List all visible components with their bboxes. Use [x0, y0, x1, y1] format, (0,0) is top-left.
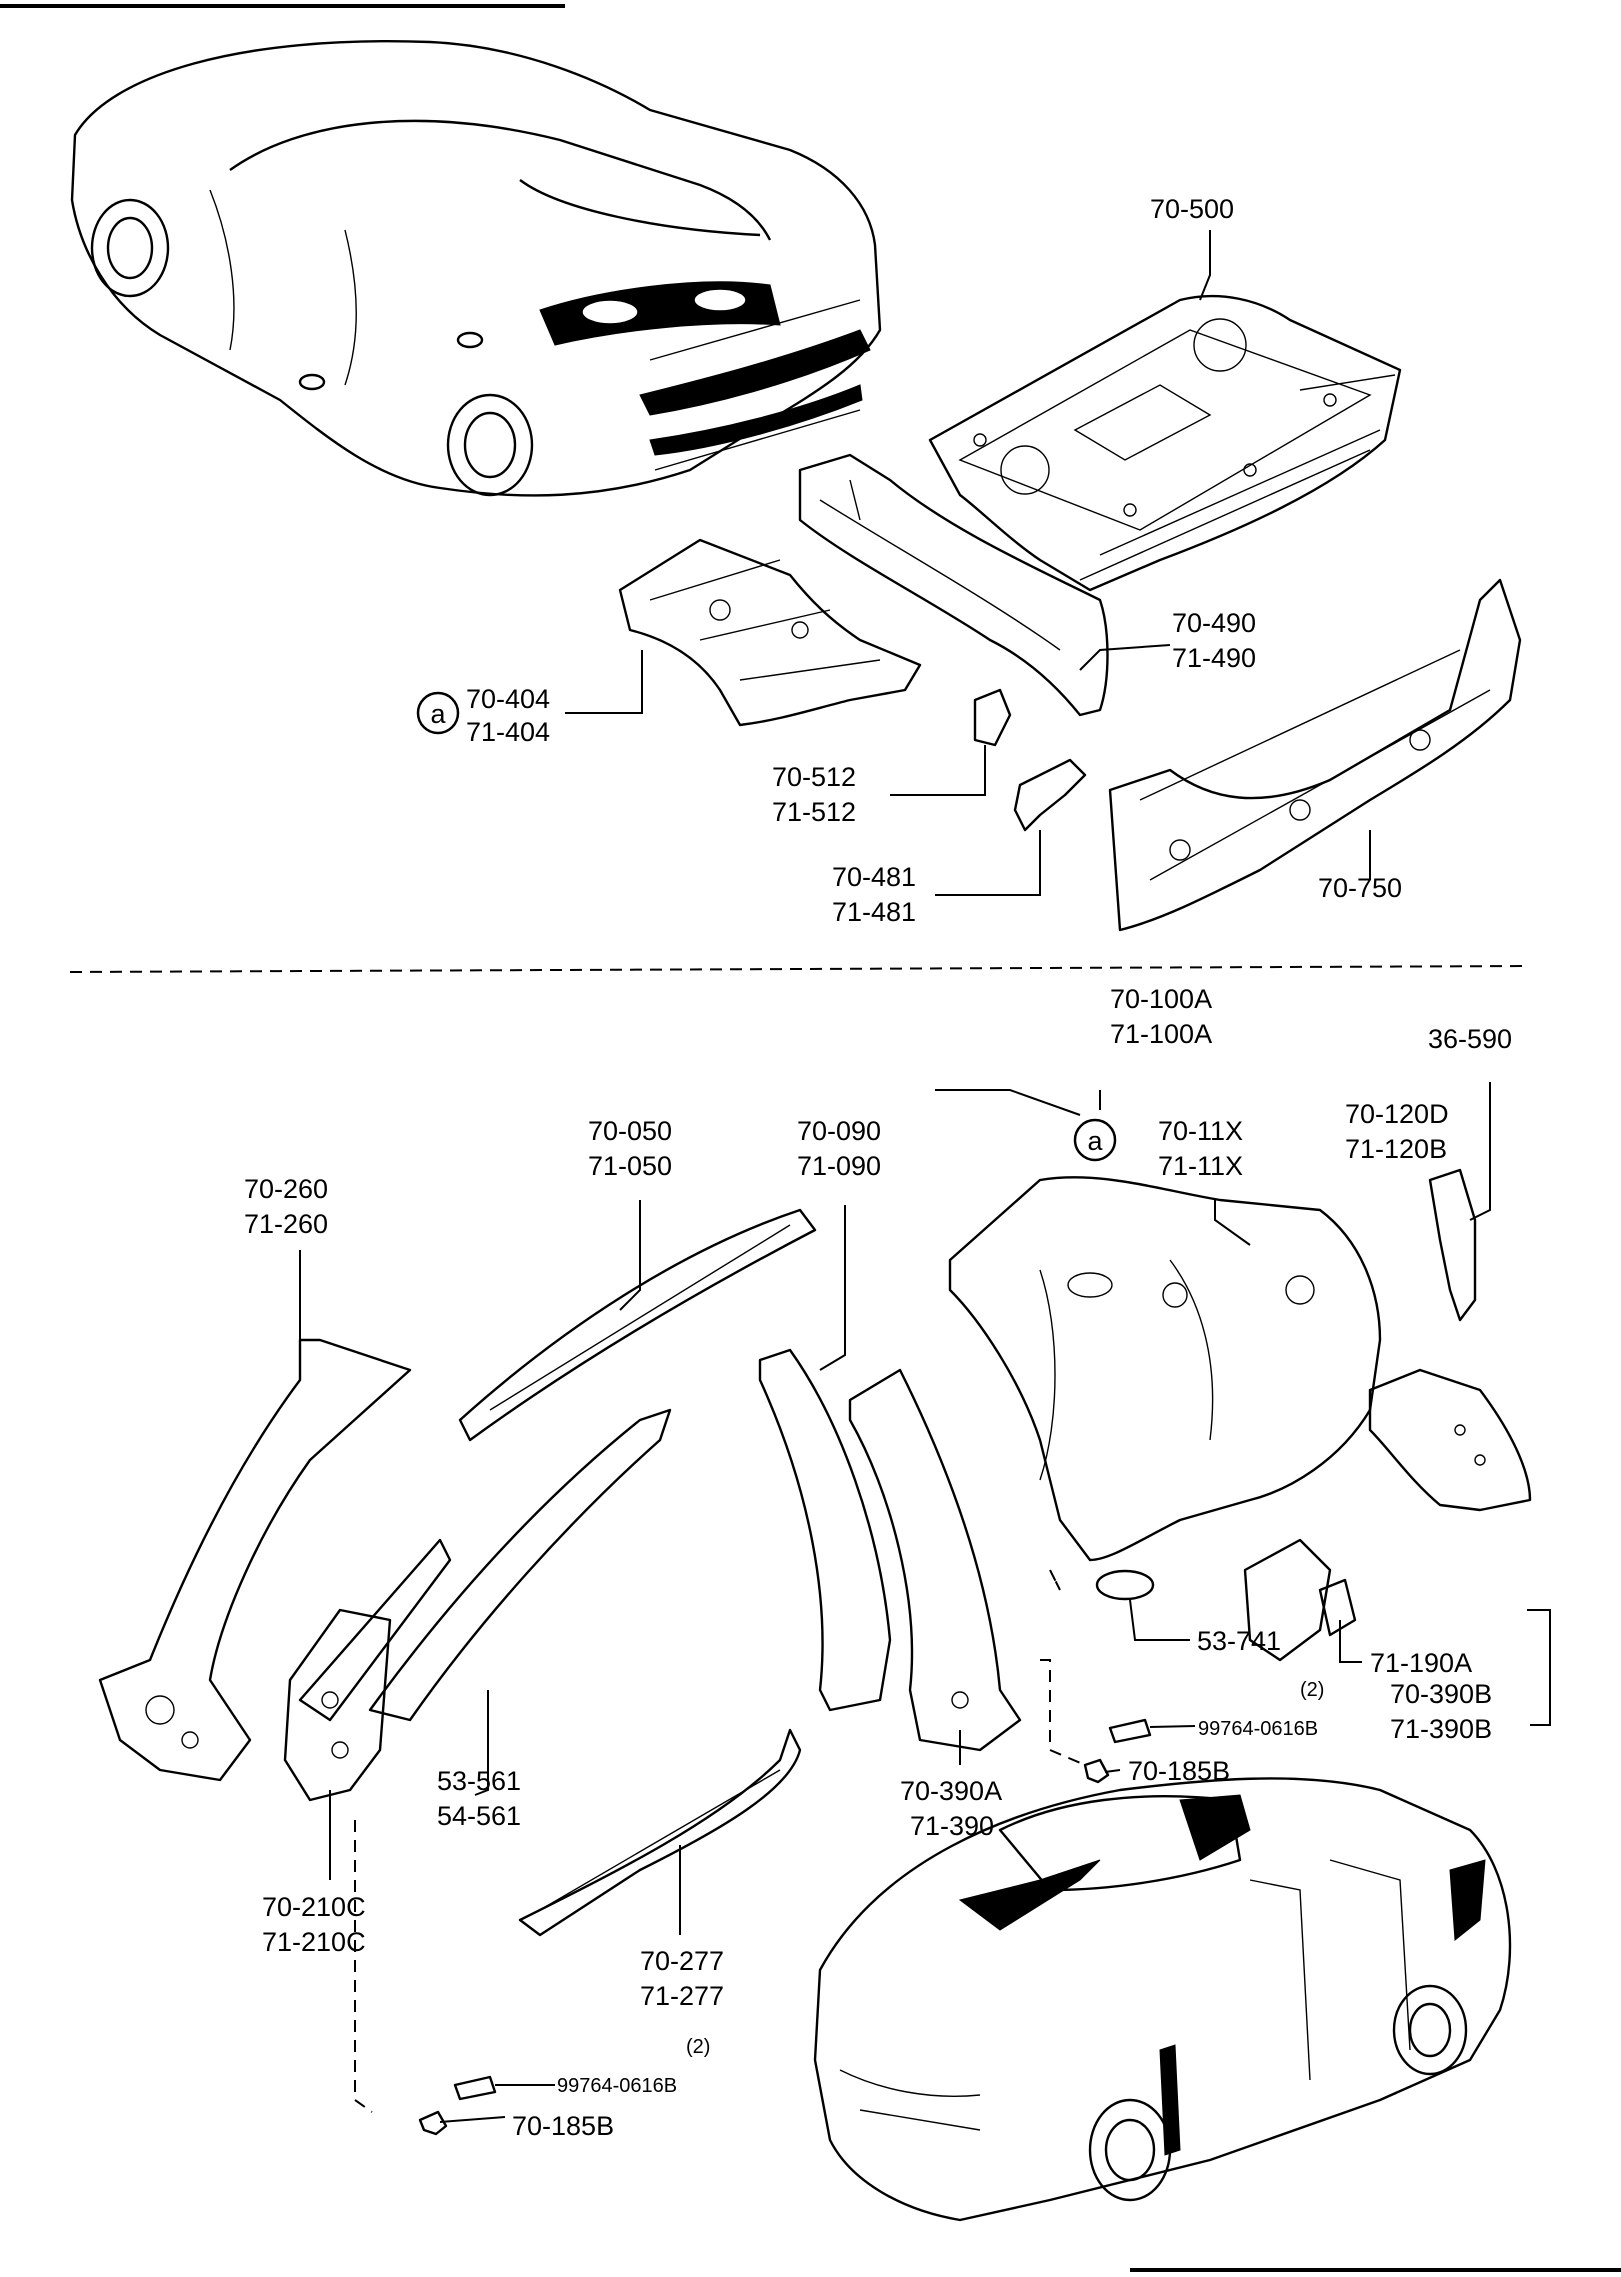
- label-70-390B: 70-390B: [1390, 1679, 1492, 1709]
- label-71-190A: 71-190A: [1370, 1648, 1472, 1678]
- section-divider: [69, 965, 1531, 973]
- label-70-277: 70-277: [640, 1946, 724, 1976]
- bracket-36-590-part: [1428, 1168, 1477, 1322]
- label-70-490: 70-490: [1172, 608, 1256, 638]
- rear-floor-pan-part: [928, 294, 1402, 592]
- sill-70-277-part: [518, 1728, 802, 1937]
- label-70-260: 70-260: [244, 1174, 328, 1204]
- small-bracket-part: [973, 688, 1087, 832]
- rail-53-561-part: [298, 1408, 672, 1722]
- label-70-120D: 70-120D: [1345, 1099, 1449, 1129]
- clip-right: [1083, 1758, 1110, 1784]
- label-71-390: 71-390: [910, 1811, 994, 1841]
- plug-53-741-part: [1095, 1569, 1155, 1601]
- rear-panel-part: [1108, 578, 1522, 932]
- section-marker-top: a: [416, 691, 460, 735]
- label-71-512: 71-512: [772, 797, 856, 827]
- label-71-260: 71-260: [244, 1209, 328, 1239]
- label-71-090: 71-090: [797, 1151, 881, 1181]
- label-70-512: 70-512: [772, 762, 856, 792]
- label-70-090: 70-090: [797, 1116, 881, 1146]
- label-qty-left: (2): [686, 2036, 710, 2058]
- svg-text:a: a: [430, 699, 446, 729]
- svg-text:a: a: [1087, 1126, 1103, 1156]
- label-70-185B-left: 70-185B: [512, 2111, 614, 2141]
- part-labels: 70-500 70-490 71-490 70-404 71-404 70-51…: [244, 194, 1512, 2141]
- label-70-750: 70-750: [1318, 873, 1402, 903]
- label-70-390A: 70-390A: [900, 1776, 1002, 1806]
- label-71-210C: 71-210C: [262, 1927, 366, 1957]
- label-70-185B-right: 70-185B: [1128, 1756, 1230, 1786]
- pillar-70-390A-part: [848, 1368, 1022, 1752]
- label-99764-left: 99764-0616B: [557, 2075, 677, 2097]
- label-71-100A: 71-100A: [1110, 1019, 1212, 1049]
- label-71-490: 71-490: [1172, 643, 1256, 673]
- label-71-390B: 71-390B: [1390, 1714, 1492, 1744]
- inner-panel-part: [1368, 1368, 1532, 1512]
- label-53-741: 53-741: [1197, 1626, 1281, 1656]
- leader-lines: [299, 230, 1551, 2123]
- label-54-561: 54-561: [437, 1801, 521, 1831]
- label-70-100A: 70-100A: [1110, 984, 1212, 1014]
- clip-left: [418, 2110, 448, 2136]
- label-71-120B: 71-120B: [1345, 1134, 1447, 1164]
- pillar-70-090-part: [758, 1348, 892, 1712]
- screw-left: [453, 2075, 555, 2101]
- floor-side-part: [618, 538, 922, 727]
- label-70-210C: 70-210C: [262, 1892, 366, 1922]
- label-53-561: 53-561: [437, 1766, 521, 1796]
- front-car-illustration: [813, 1777, 1512, 2222]
- bracket-71-190A-part: [1243, 1538, 1357, 1662]
- label-71-481: 71-481: [832, 897, 916, 927]
- rear-car-illustration: [70, 40, 882, 497]
- screw-right: [1108, 1718, 1196, 1744]
- pillar-70-260-part: [98, 1338, 412, 1782]
- label-70-481: 70-481: [832, 862, 916, 892]
- label-70-11X: 70-11X: [1158, 1116, 1243, 1146]
- label-70-050: 70-050: [588, 1116, 672, 1146]
- front-strut-tower-part: [948, 1176, 1382, 1562]
- rail-70-050-part: [458, 1208, 817, 1442]
- label-71-404: 71-404: [466, 717, 550, 747]
- label-70-500: 70-500: [1150, 194, 1234, 224]
- rear-side-member-part: [798, 453, 1109, 717]
- label-36-590: 36-590: [1428, 1024, 1512, 1054]
- label-70-404: 70-404: [466, 684, 550, 714]
- label-qty-right: (2): [1300, 1679, 1324, 1701]
- label-71-11X: 71-11X: [1158, 1151, 1243, 1181]
- label-71-277: 71-277: [640, 1981, 724, 2011]
- label-71-050: 71-050: [588, 1151, 672, 1181]
- section-marker-bottom: a: [1073, 1118, 1117, 1162]
- label-99764-right: 99764-0616B: [1198, 1718, 1318, 1740]
- pillar-70-210C-part: [283, 1608, 392, 1802]
